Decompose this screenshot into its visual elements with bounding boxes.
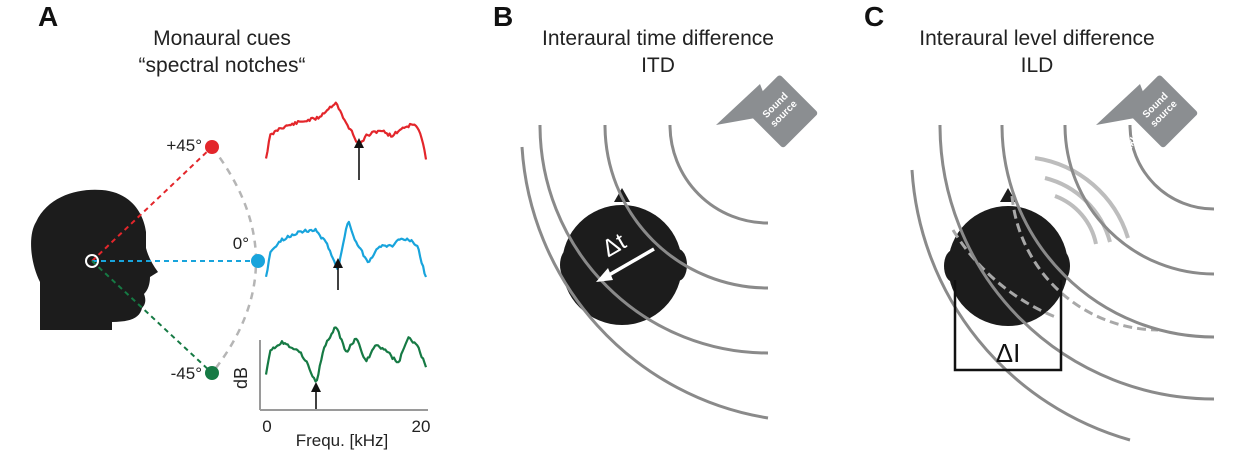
- angle-arc: [211, 146, 258, 374]
- sound-source-speaker: Sound source f < 2kHz: [716, 75, 818, 166]
- panel-a-letter: A: [38, 1, 58, 32]
- panel-b-letter: B: [493, 1, 513, 32]
- angle-label-0: 0°: [233, 234, 249, 253]
- delta-t-arrow: [596, 247, 655, 282]
- notch-arrow-plus45: [354, 138, 364, 180]
- spectrum-minus45: [264, 326, 428, 383]
- x-tick-0: 0: [262, 417, 271, 436]
- dot-0: [251, 254, 265, 268]
- notch-arrow-minus45: [311, 382, 321, 410]
- x-tick-20: 20: [412, 417, 431, 436]
- spectrum-plus45: [264, 101, 428, 160]
- delta-i-label: ΔI: [996, 338, 1021, 368]
- wavefronts: [520, 124, 769, 420]
- frequency-label: f < 2kHz: [736, 128, 765, 166]
- angle-label-minus45: -45°: [171, 364, 202, 383]
- ray-minus45: [91, 260, 213, 374]
- panel-c: C Interaural level difference ILD: [864, 1, 1215, 442]
- ray-plus45: [91, 146, 213, 262]
- head-top-view-c: [944, 188, 1070, 326]
- sound-source-speaker-c: Sound source f < 2kHz: [1096, 75, 1198, 166]
- angle-label-plus45: +45°: [166, 136, 202, 155]
- dot-minus45: [205, 366, 219, 380]
- head-shadow-waves: [951, 195, 1159, 332]
- panel-a-title-line2: “spectral notches“: [139, 54, 306, 77]
- panel-b: B Interaural time difference ITD Δt Soun…: [493, 1, 818, 420]
- panel-c-title-line2: ILD: [1021, 54, 1054, 77]
- dot-plus45: [205, 140, 219, 154]
- panel-b-title-line2: ITD: [641, 54, 675, 77]
- spectrum-0: [264, 220, 428, 278]
- panel-c-letter: C: [864, 1, 884, 32]
- notch-arrow-0: [333, 258, 343, 290]
- wavefronts-c: [910, 124, 1215, 442]
- panel-b-title-line1: Interaural time difference: [542, 27, 774, 50]
- panel-a: A Monaural cues “spectral notches“ +45° …: [31, 1, 430, 450]
- y-axis-label: dB: [231, 367, 251, 389]
- delta-i-bracket: [953, 280, 1063, 372]
- panel-a-title-line1: Monaural cues: [153, 27, 291, 50]
- panel-c-title-line1: Interaural level difference: [919, 27, 1154, 50]
- x-axis-label: Frequ. [kHz]: [296, 431, 389, 450]
